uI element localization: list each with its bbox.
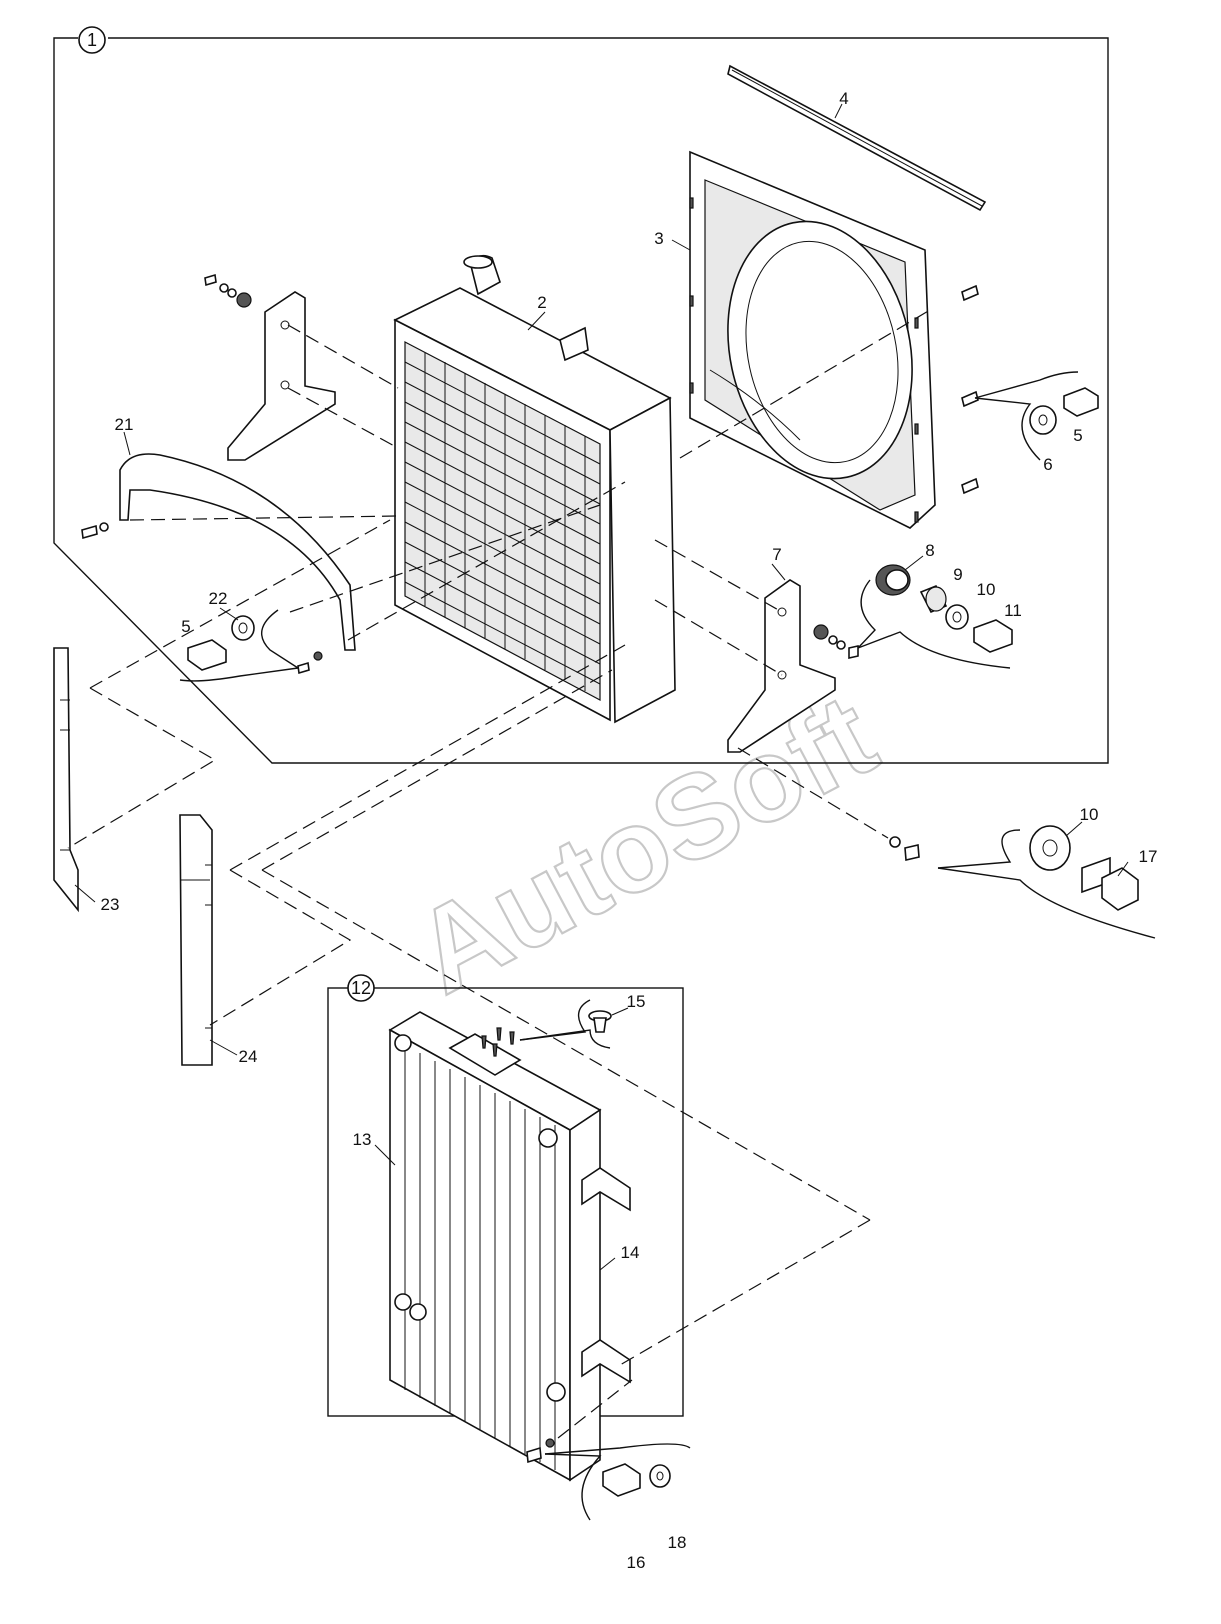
hardware bbox=[81, 273, 1139, 1497]
callout-13: 13 bbox=[353, 1130, 372, 1149]
callout-10a: 10 bbox=[977, 580, 996, 599]
callout-10b: 10 bbox=[1080, 805, 1099, 824]
callout-22: 22 bbox=[209, 589, 228, 608]
radiator-mesh bbox=[404, 352, 601, 691]
side-plate-24 bbox=[179, 814, 213, 1066]
oil-cooler-fins bbox=[404, 1045, 556, 1470]
callout-16: 16 bbox=[627, 1553, 646, 1572]
callout-24: 24 bbox=[239, 1047, 258, 1066]
callout-3: 3 bbox=[654, 229, 663, 248]
leader-lines bbox=[74, 103, 1156, 1521]
callout-7: 7 bbox=[772, 545, 781, 564]
fan-guard bbox=[119, 453, 356, 651]
callout-5b: 5 bbox=[181, 617, 190, 636]
callout-23: 23 bbox=[101, 895, 120, 914]
callout-18: 18 bbox=[668, 1533, 687, 1552]
callouts: 2 3 4 5 5 6 7 8 9 10 11 10 17 13 14 15 1… bbox=[101, 89, 1158, 1572]
assembly-1-number: 1 bbox=[87, 30, 97, 50]
assembly-lines bbox=[67, 309, 931, 1439]
side-plate-23 bbox=[53, 647, 79, 913]
callout-15: 15 bbox=[627, 992, 646, 1011]
watermark-text: AutoSoft bbox=[394, 669, 896, 1019]
callout-11: 11 bbox=[1004, 601, 1022, 620]
callout-4: 4 bbox=[839, 89, 848, 108]
bracket-right bbox=[727, 579, 836, 753]
callout-14: 14 bbox=[621, 1243, 640, 1262]
callout-2: 2 bbox=[537, 293, 546, 312]
radiator-core bbox=[393, 254, 676, 724]
seal-strip bbox=[727, 64, 987, 212]
assembly-12-badge: 12 bbox=[347, 974, 375, 1002]
bracket-left-upper bbox=[227, 291, 336, 461]
assembly-1-badge: 1 bbox=[78, 26, 106, 54]
callout-21: 21 bbox=[115, 415, 134, 434]
fan-shroud bbox=[689, 150, 936, 529]
oil-cooler bbox=[388, 1011, 602, 1482]
callout-9: 9 bbox=[953, 565, 962, 584]
assembly-12-number: 12 bbox=[351, 978, 371, 998]
callout-6: 6 bbox=[1043, 455, 1052, 474]
assembly-1-outline bbox=[53, 37, 1109, 764]
callout-5a: 5 bbox=[1073, 426, 1082, 445]
callout-17: 17 bbox=[1139, 847, 1158, 866]
callout-8: 8 bbox=[925, 541, 934, 560]
